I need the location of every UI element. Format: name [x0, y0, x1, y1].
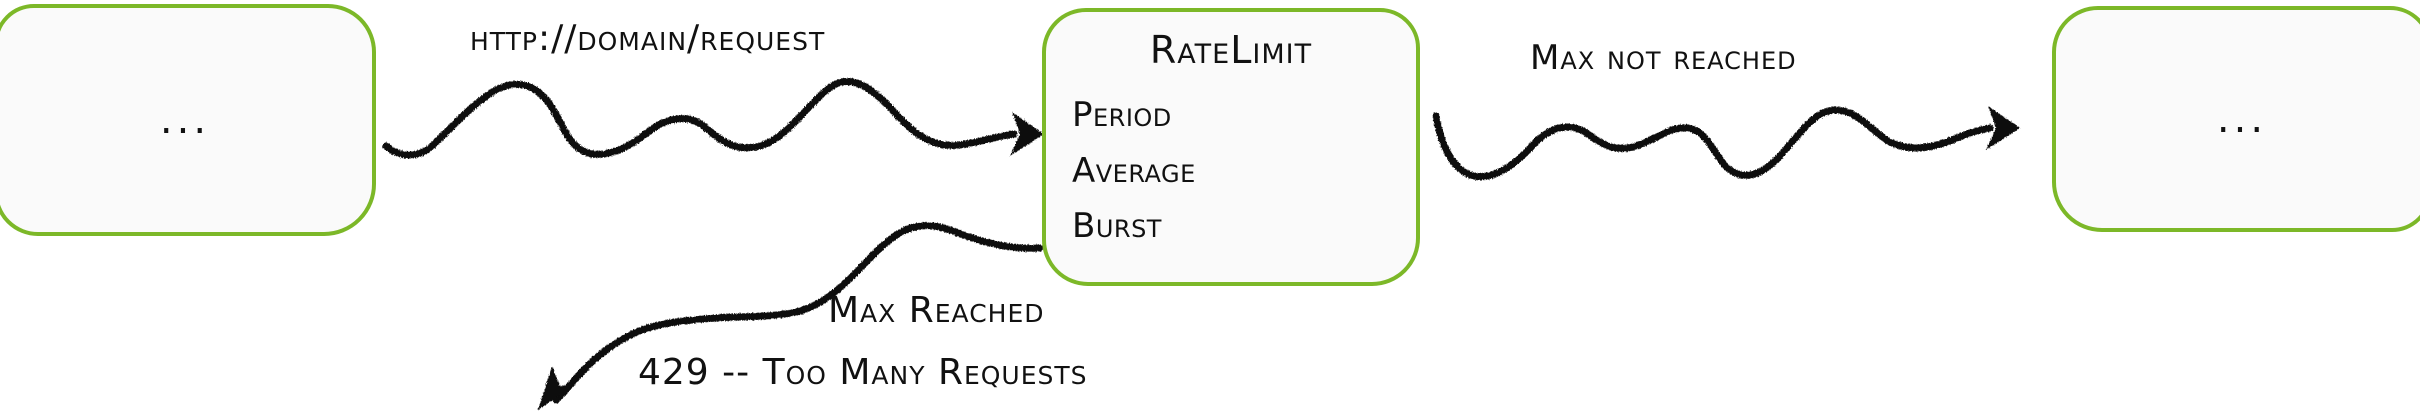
ratelimit-field-average: Average: [1072, 150, 1196, 191]
node-ratelimit[interactable]: RateLimit Period Average Burst: [1042, 8, 1420, 286]
node-upstream-middleware[interactable]: ...: [0, 4, 376, 236]
edge-label-429-too-many-requests: 429 -- Too Many Requests: [638, 352, 1088, 393]
node-downstream-middleware[interactable]: ...: [2052, 6, 2420, 232]
downstream-ellipsis-label: ...: [2216, 96, 2268, 142]
edge-label-max-not-reached: Max not reached: [1530, 38, 1797, 78]
ratelimit-title: RateLimit: [1149, 28, 1313, 72]
edge-max-reached: [538, 222, 1044, 410]
upstream-ellipsis-label: ...: [159, 97, 211, 143]
edge-label-max-reached: Max Reached: [828, 290, 1045, 331]
ratelimit-field-list: Period Average Burst: [1072, 95, 1196, 247]
ratelimit-field-burst: Burst: [1072, 206, 1162, 247]
edge-request-in: [382, 78, 1044, 159]
edge-max-not-reached: [1432, 106, 2020, 181]
ratelimit-field-period: Period: [1072, 95, 1172, 135]
edge-label-request-url: http://domain/request: [470, 18, 826, 59]
